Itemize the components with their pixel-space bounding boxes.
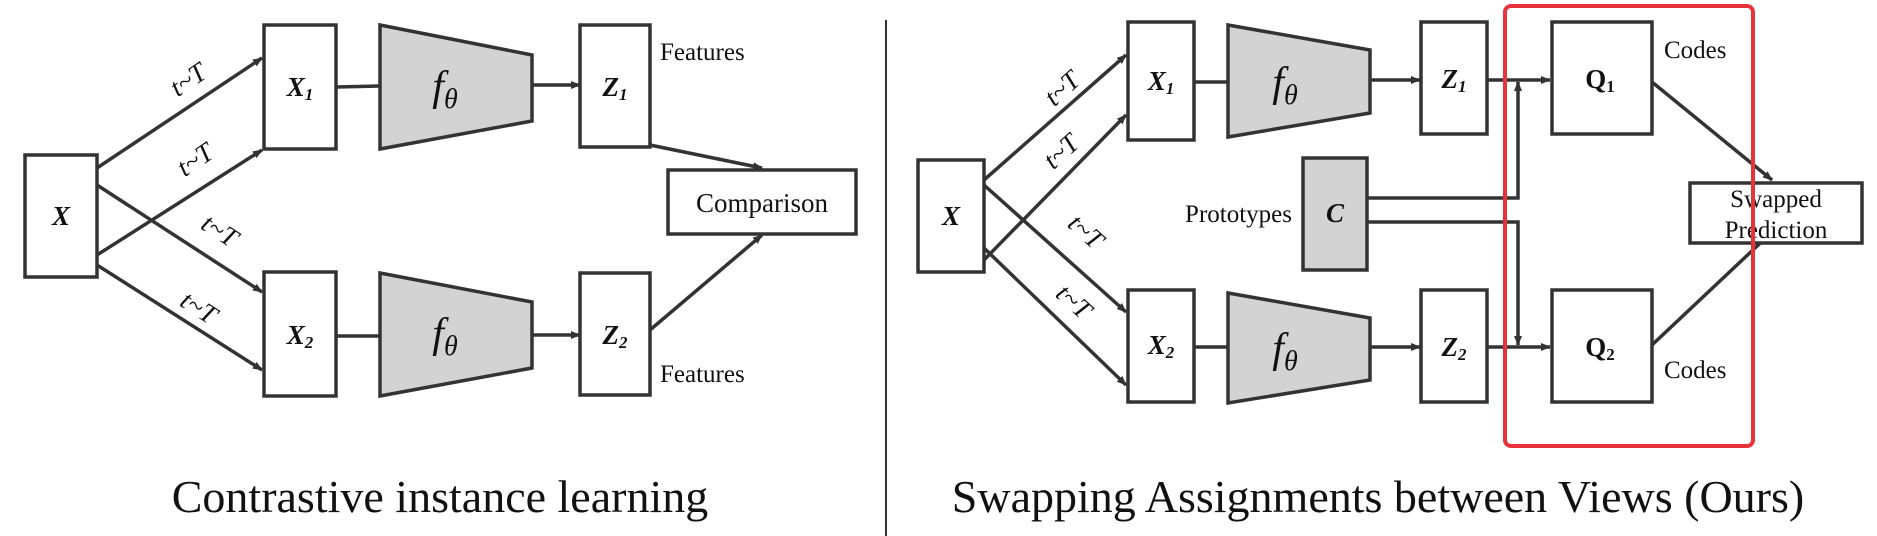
right-input-label: X bbox=[941, 201, 961, 231]
right-arrow-x-to-x1-a bbox=[982, 53, 1128, 182]
left-view2-label: X2 bbox=[286, 320, 314, 352]
right-transform-label-2: t~T bbox=[1037, 126, 1086, 174]
right-arrow-x-to-x1-b bbox=[982, 113, 1128, 262]
swapped-prediction-line2: Prediction bbox=[1725, 217, 1828, 244]
code1-box bbox=[1550, 20, 1654, 136]
right-encoder-1 bbox=[1226, 22, 1372, 140]
right-encoder-2 bbox=[1226, 290, 1372, 406]
left-input-label: X bbox=[51, 201, 71, 231]
prototypes-var: C bbox=[1326, 198, 1345, 228]
right-view2-box bbox=[1126, 288, 1196, 404]
right-view2-label: X2 bbox=[1147, 330, 1175, 362]
left-arrow-x-to-x2-a bbox=[96, 183, 263, 294]
swapped-prediction-box bbox=[1688, 181, 1864, 245]
left-encoder-2 bbox=[378, 270, 534, 399]
right-arrow-x-to-x2-b bbox=[982, 246, 1128, 387]
codes-label-bottom: Codes bbox=[1664, 357, 1727, 384]
left-arrow-z2-to-comparison bbox=[648, 233, 764, 332]
right-transform-label-3: t~T bbox=[1062, 208, 1111, 256]
right-feature1-box bbox=[1419, 20, 1489, 136]
comparison-box bbox=[666, 168, 858, 236]
right-caption: Swapping Assignments between Views (Ours… bbox=[952, 471, 1804, 522]
right-arrow-prototypes-to-q1 bbox=[1367, 81, 1522, 200]
right-feature2-label: Z2 bbox=[1441, 332, 1468, 364]
left-view2-box bbox=[262, 270, 338, 398]
left-feature2-box bbox=[578, 271, 652, 397]
left-arrow-x-to-x1-a bbox=[96, 56, 263, 170]
left-arrow-x-to-x1-b bbox=[96, 148, 263, 257]
code2-box bbox=[1550, 288, 1654, 404]
left-connector-1 bbox=[335, 84, 381, 89]
comparison-label: Comparison bbox=[696, 188, 828, 218]
prototypes-box bbox=[1301, 156, 1369, 272]
left-transform-label-2: t~T bbox=[171, 136, 220, 183]
right-arrow-prototypes-to-q2 bbox=[1367, 220, 1522, 346]
left-features-label-bottom: Features bbox=[660, 361, 745, 388]
codes-label-top: Codes bbox=[1664, 37, 1727, 64]
left-input-box bbox=[23, 153, 99, 279]
code1-label: Q1 bbox=[1585, 64, 1615, 96]
left-transform-label-3: t~T bbox=[196, 208, 245, 254]
highlight-rectangle bbox=[1503, 4, 1755, 448]
left-view1-label: X1 bbox=[286, 72, 314, 104]
left-features-label-top: Features bbox=[660, 39, 745, 66]
right-input-box bbox=[916, 158, 986, 274]
prototypes-label: Prototypes bbox=[1185, 201, 1292, 228]
right-panel: X t~T t~T t~T t~T X1 X2 fθ fθ Z1 Z2 bbox=[916, 4, 1864, 522]
left-transform-label-4: t~T bbox=[175, 285, 224, 331]
right-feature2-box bbox=[1419, 288, 1489, 404]
swapped-prediction-line1: Swapped bbox=[1730, 186, 1822, 213]
right-arrow-x-to-x2-a bbox=[982, 183, 1128, 314]
left-feature1-label: Z1 bbox=[602, 72, 628, 104]
code2-label: Q2 bbox=[1585, 332, 1615, 364]
left-feature2-label: Z2 bbox=[602, 320, 629, 352]
right-transform-label-1: t~T bbox=[1038, 63, 1087, 111]
right-feature1-label: Z1 bbox=[1441, 64, 1467, 96]
right-view1-label: X1 bbox=[1147, 66, 1175, 98]
left-encoder-1 bbox=[378, 22, 534, 152]
left-caption: Contrastive instance learning bbox=[172, 471, 709, 522]
left-panel: X t~T t~T t~T t~T X1 X2 fθ fθ Z1 Z2 bbox=[23, 22, 858, 522]
left-feature1-box bbox=[578, 23, 652, 149]
left-arrow-x-to-x2-b bbox=[96, 263, 263, 372]
left-arrow-z1-to-comparison bbox=[649, 143, 763, 171]
